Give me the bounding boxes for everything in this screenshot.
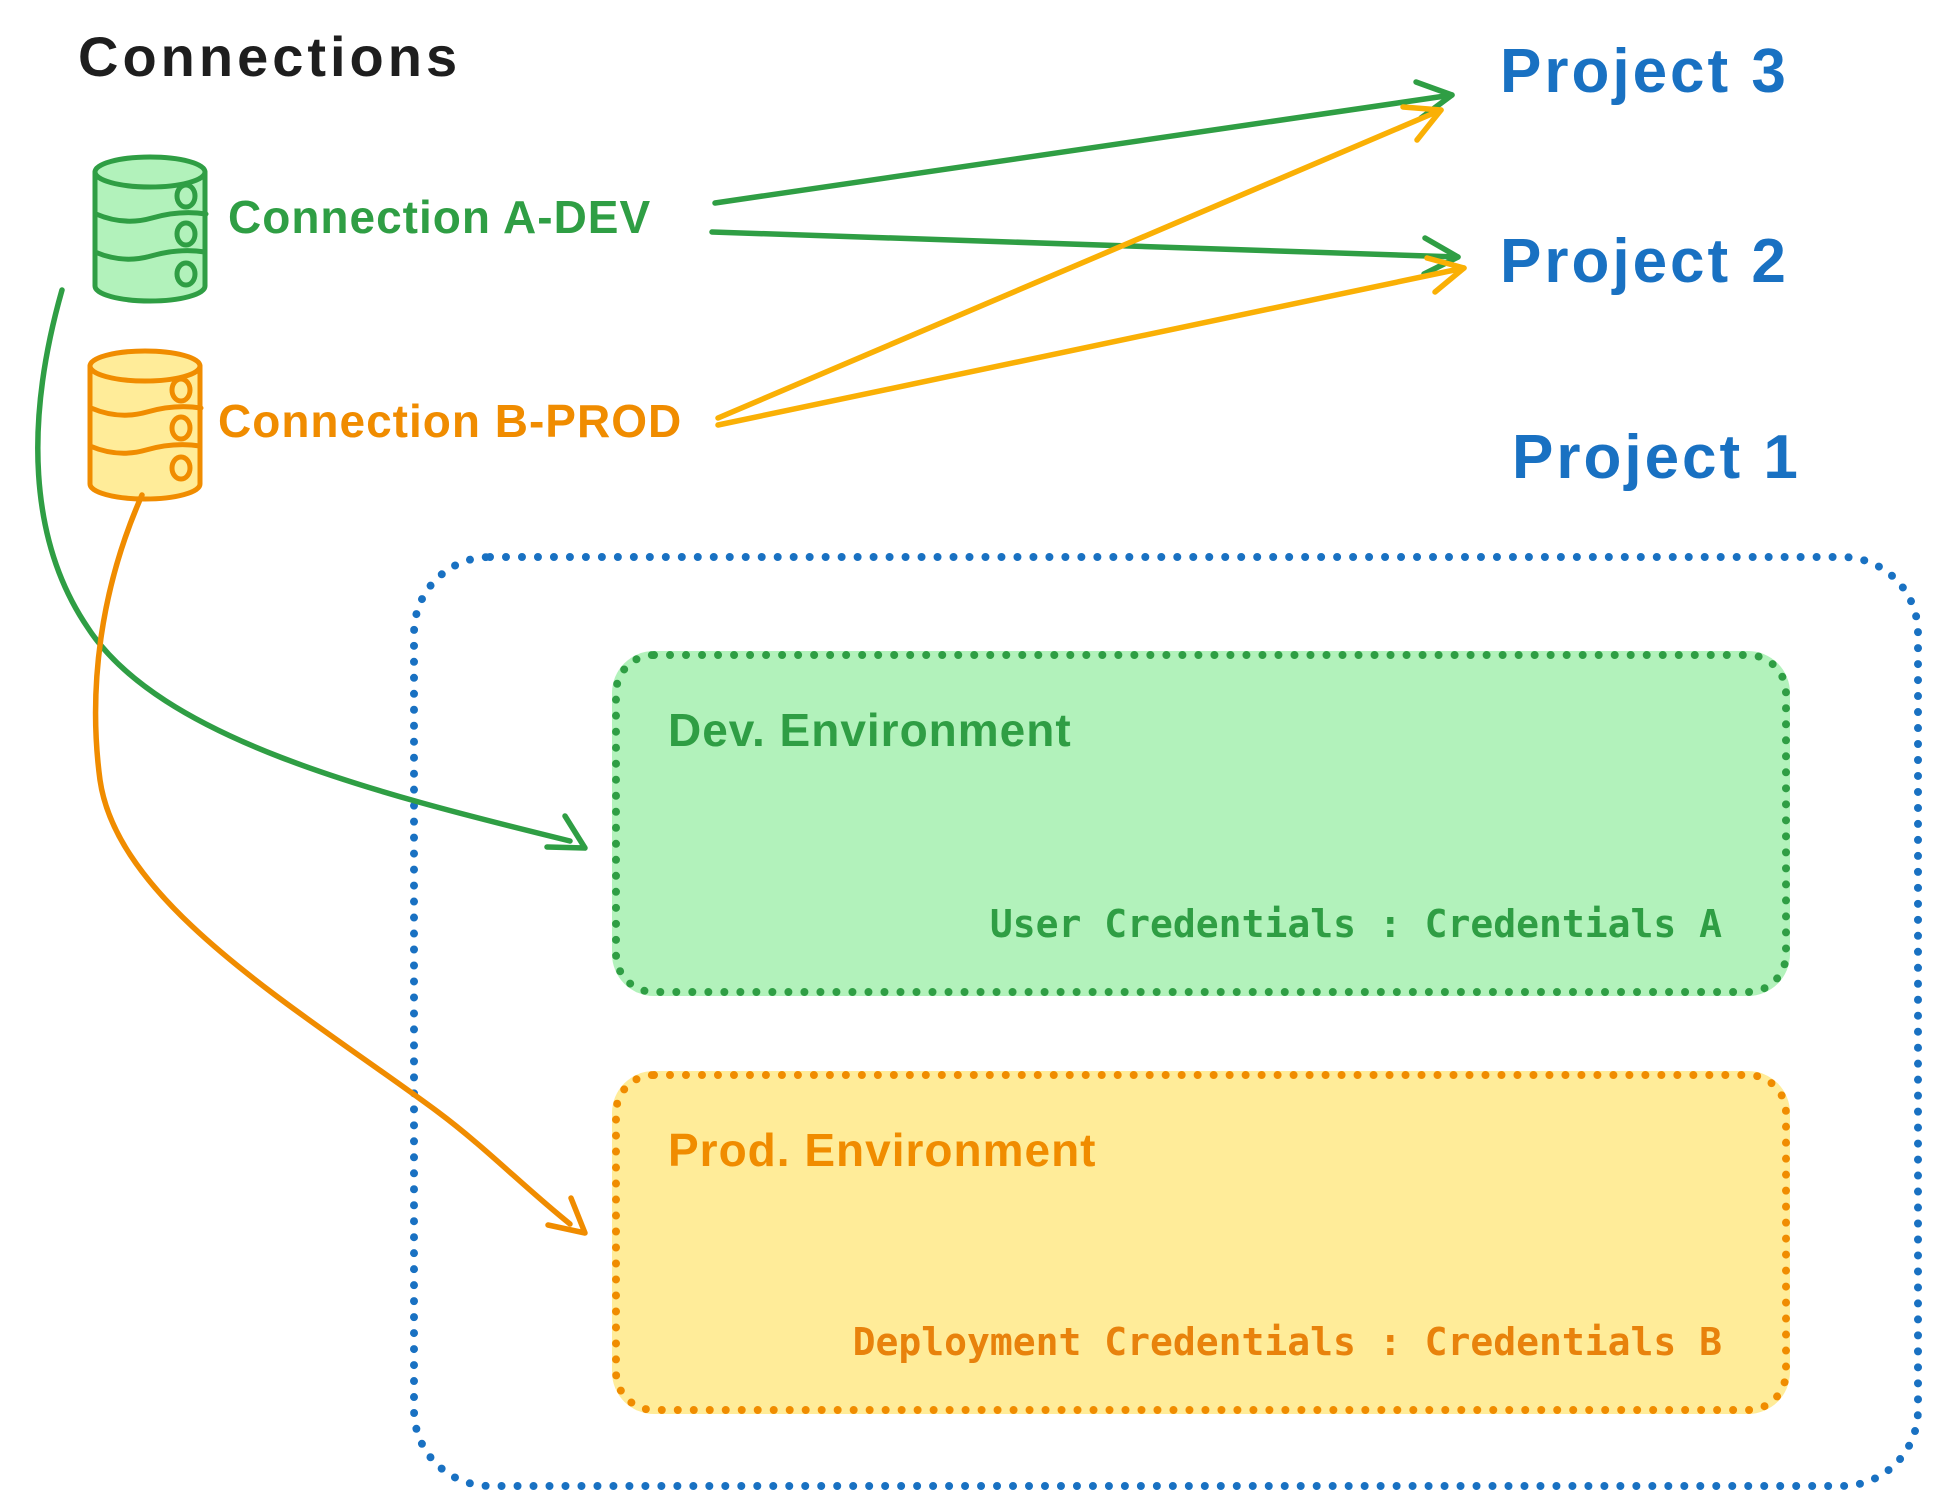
arrow-b-prod-to-project-2: [715, 255, 1467, 428]
dev-environment-credentials: User Credentials : Credentials A: [989, 902, 1722, 946]
project-1-label: Project 1: [1512, 423, 1801, 492]
database-icon: [92, 154, 209, 304]
prod-environment-title: Prod. Environment: [668, 1124, 1097, 1176]
arrow-b-prod-to-prod-environment: [92, 492, 588, 1236]
arrow-a-dev-to-project-3: [712, 79, 1455, 206]
dev-environment-title: Dev. Environment: [668, 704, 1072, 756]
connection-b-prod-label: Connection B-PROD: [218, 395, 683, 447]
database-icon: [87, 348, 204, 502]
connection-a-dev-label: Connection A-DEV: [228, 191, 652, 243]
project-1-box: [410, 553, 1922, 1490]
dev-environment-box: Dev. Environment User Credentials : Cred…: [612, 651, 1790, 996]
project-2-label: Project 2: [1500, 227, 1789, 296]
prod-environment-box: Prod. Environment Deployment Credentials…: [612, 1071, 1790, 1414]
arrow-b-prod-to-project-3: [715, 104, 1444, 421]
prod-environment-credentials: Deployment Credentials : Credentials B: [852, 1320, 1722, 1364]
project-3-label: Project 3: [1500, 37, 1789, 106]
arrow-a-dev-to-project-2: [709, 229, 1461, 277]
diagram-title: Connections: [78, 25, 462, 88]
